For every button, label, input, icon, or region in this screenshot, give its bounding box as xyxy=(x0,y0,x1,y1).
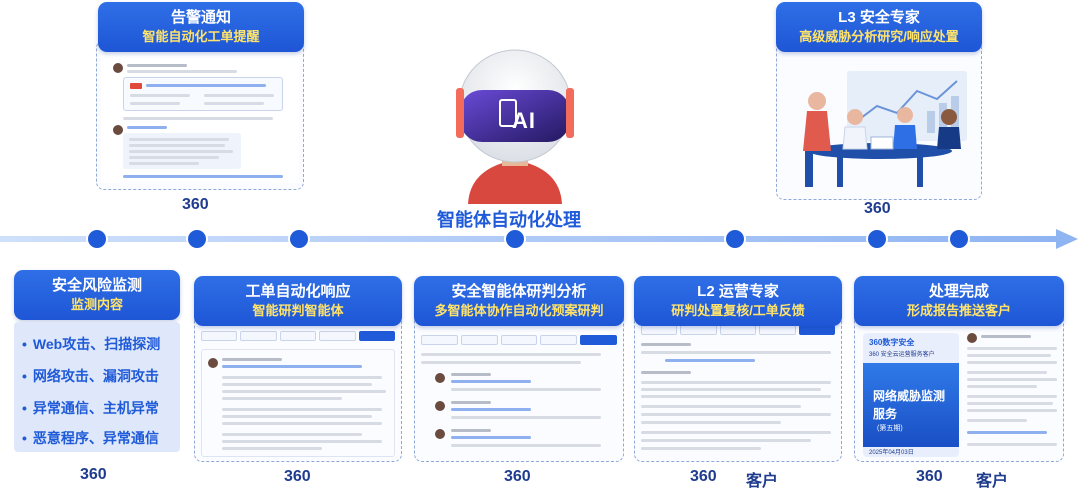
timeline-node-complete xyxy=(950,230,968,248)
workorder-owner: 360 xyxy=(284,468,311,485)
complete-header: 处理完成 形成报告推送客户 xyxy=(854,276,1064,326)
timeline-node-monitoring xyxy=(88,230,106,248)
timeline-node-l2 xyxy=(726,230,744,248)
monitoring-item: •恶意程序、异常通信 xyxy=(22,430,159,446)
alert-header: 告警通知 智能自动化工单提醒 xyxy=(98,2,304,52)
l2-owner: 360 xyxy=(690,468,717,485)
report-issue: (第五期) xyxy=(877,425,903,432)
agent-screenshot-card xyxy=(414,312,624,462)
timeline-node-l3 xyxy=(868,230,886,248)
monitoring-header: 安全风险监测 监测内容 xyxy=(14,270,180,320)
alert-title: 告警通知 xyxy=(170,9,231,26)
report-date: 2025年04月03日 xyxy=(869,450,914,456)
monitoring-owner: 360 xyxy=(80,466,107,483)
workorder-subtitle: 智能研判智能体 xyxy=(252,303,344,318)
ai-robot-illustration: AI xyxy=(440,48,590,204)
complete-owner: 360 xyxy=(916,468,943,485)
alert-subtitle: 智能自动化工单提醒 xyxy=(142,29,260,44)
monitoring-list: •Web攻击、扫描探测 •网络攻击、漏洞攻击 •异常通信、主机异常 •恶意程序、… xyxy=(14,322,180,452)
l3-title: L3 安全专家 xyxy=(838,9,920,26)
l2-owner-customer: 客户 xyxy=(746,473,779,490)
workorder-header: 工单自动化响应 智能研判智能体 xyxy=(194,276,402,326)
monitoring-title: 安全风险监测 xyxy=(51,277,142,294)
monitoring-item: •异常通信、主机异常 xyxy=(22,400,159,416)
agent-subtitle: 多智能体协作自动化预案研判 xyxy=(434,303,604,318)
l3-illustration-card xyxy=(776,40,982,200)
alert-screenshot xyxy=(101,47,299,183)
timeline-node-agent xyxy=(506,230,524,248)
l3-owner: 360 xyxy=(864,200,891,217)
report-headline-2: 服务 xyxy=(873,407,898,421)
agent-avatar xyxy=(435,401,445,411)
report-cover-band xyxy=(863,363,959,447)
timeline-axis xyxy=(0,236,1060,242)
agent-avatar xyxy=(435,429,445,439)
report-headline: 网络威胁监测 xyxy=(873,389,946,403)
agent-header: 安全智能体研判分析 多智能体协作自动化预案研判 xyxy=(414,276,624,326)
workflow-tabs xyxy=(641,325,836,335)
complete-owner-customer: 客户 xyxy=(976,473,1009,490)
avatar xyxy=(113,63,123,73)
monitoring-subtitle: 监测内容 xyxy=(70,297,123,312)
workorder-title: 工单自动化响应 xyxy=(245,283,351,300)
alert-owner: 360 xyxy=(182,196,209,213)
monitoring-item: •Web攻击、扫描探测 xyxy=(22,336,161,352)
workorder-screenshot-card xyxy=(194,312,402,462)
avatar xyxy=(113,125,123,135)
timeline-node-workorder xyxy=(290,230,308,248)
center-title: 智能体自动化处理 xyxy=(437,210,581,230)
agent-title: 安全智能体研判分析 xyxy=(451,283,587,300)
timeline-node-alert xyxy=(188,230,206,248)
agent-owner: 360 xyxy=(504,468,531,485)
monitoring-item: •网络攻击、漏洞攻击 xyxy=(22,368,159,384)
workflow-tabs xyxy=(421,335,617,345)
team-meeting-illustration xyxy=(777,41,981,199)
ai-label: AI xyxy=(512,108,536,133)
alert-screenshot-card xyxy=(96,40,304,190)
workorder-panel xyxy=(201,349,395,457)
avatar xyxy=(208,358,218,368)
alert-message-box xyxy=(123,77,283,111)
agent-avatar xyxy=(435,373,445,383)
avatar xyxy=(967,333,977,343)
report-screenshot-card: 360数字安全 360 安全云运营服务客户 网络威胁监测 服务 (第五期) 20… xyxy=(854,312,1064,462)
reply-bubble xyxy=(123,133,241,169)
report-cover: 360数字安全 360 安全云运营服务客户 网络威胁监测 服务 (第五期) 20… xyxy=(863,333,959,457)
l2-subtitle: 研判处置复核/工单反馈 xyxy=(671,303,805,318)
report-brand: 360数字安全 xyxy=(869,338,915,347)
timeline-arrowhead xyxy=(1056,229,1078,249)
l3-subtitle: 高级威胁分析研究/响应处置 xyxy=(799,29,959,44)
complete-subtitle: 形成报告推送客户 xyxy=(906,303,1011,318)
alert-badge xyxy=(130,83,142,89)
workflow-tabs xyxy=(201,331,396,341)
l2-header: L2 运营专家 研判处置复核/工单反馈 xyxy=(634,276,842,326)
l2-screenshot-card xyxy=(634,312,842,462)
l3-header: L3 安全专家 高级威胁分析研究/响应处置 xyxy=(776,2,982,52)
complete-title: 处理完成 xyxy=(928,283,989,300)
report-tag: 360 安全云运营服务客户 xyxy=(869,352,935,358)
l2-title: L2 运营专家 xyxy=(697,283,779,300)
